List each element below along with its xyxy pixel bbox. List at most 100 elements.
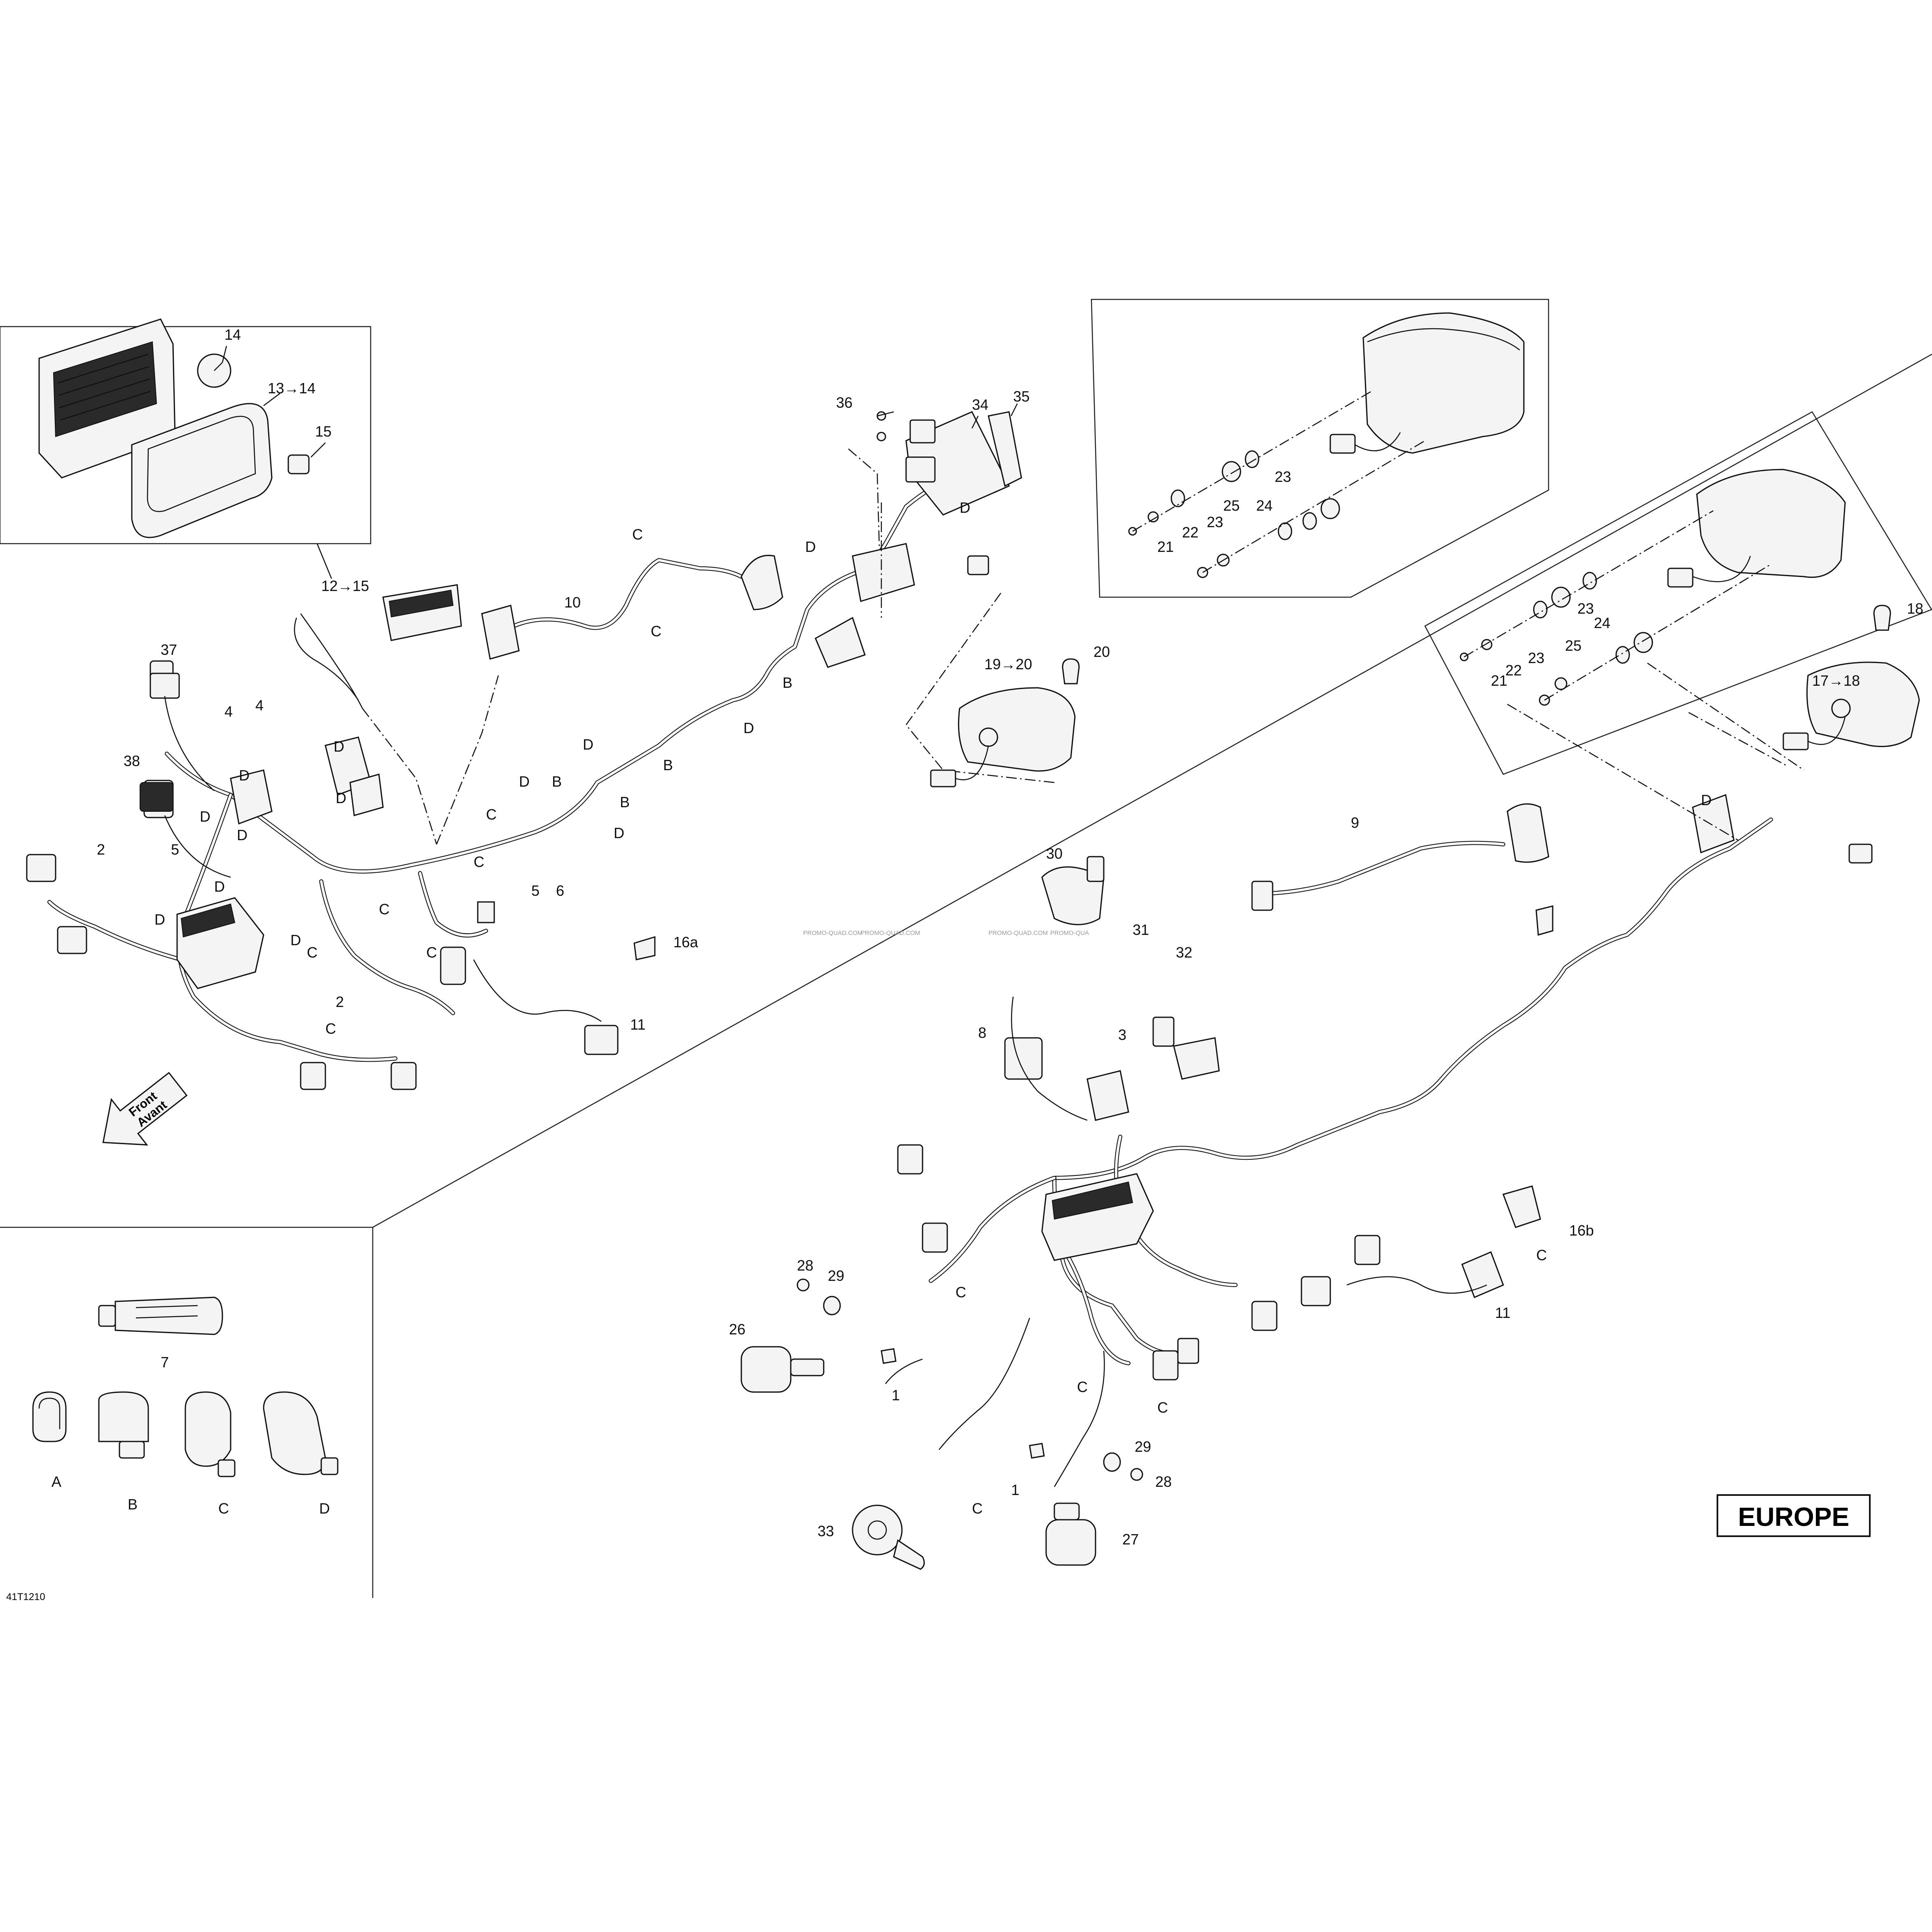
- europe-badge-label: EUROPE: [1738, 1502, 1849, 1532]
- callout-16a: 16a: [673, 934, 699, 951]
- callout-13-14: 13→14: [268, 380, 315, 397]
- taillight-lower-exploded: [1460, 469, 1846, 706]
- callout-19-20: 19→20: [984, 656, 1032, 673]
- clip-ref-d: D: [583, 736, 593, 753]
- callout-23a: 23: [1275, 468, 1291, 485]
- clip-ref-c: C: [379, 901, 390, 918]
- clip-ref-d: D: [743, 720, 754, 736]
- callout-26: 26: [729, 1321, 745, 1338]
- clip-ref-d: D: [334, 738, 344, 755]
- clip-ref-d: D: [336, 790, 346, 806]
- horn-33: [852, 1504, 925, 1570]
- clip-ref-d: D: [237, 827, 248, 843]
- callout-3: 3: [1118, 1026, 1126, 1043]
- clip-ref-d: D: [1701, 792, 1712, 808]
- callout-15: 15: [315, 423, 332, 440]
- section-divider-diagonal: [372, 353, 1932, 1228]
- clip-ref-c: C: [955, 1284, 966, 1301]
- clip-ref-d: D: [200, 808, 210, 825]
- drawing-number: 41T1210: [6, 1591, 45, 1603]
- callout-9: 9: [1351, 814, 1359, 831]
- callout-11b: 11: [1495, 1304, 1510, 1321]
- hardware-stack-lower: [1460, 572, 1653, 706]
- callout-23d: 23: [1528, 649, 1544, 666]
- clip-ref-c: C: [1157, 1399, 1168, 1416]
- callout-6: 6: [556, 882, 564, 899]
- callout-8: 8: [978, 1024, 986, 1041]
- front-wiring-harness: [26, 472, 989, 1090]
- clip-label-a: A: [51, 1473, 61, 1490]
- callout-1a: 1: [892, 1387, 900, 1404]
- callout-20: 20: [1093, 643, 1110, 660]
- callout-24b: 24: [1594, 614, 1610, 631]
- clip-ref-d: D: [214, 878, 225, 895]
- callout-28b: 28: [1155, 1473, 1172, 1490]
- taillight-upper-exploded: [1128, 312, 1525, 578]
- callout-25a: 25: [1223, 497, 1240, 514]
- clip-ref-c: C: [632, 526, 643, 543]
- watermark-1: PROMO-QUAD.COM: [803, 930, 862, 937]
- callout-11a: 11: [630, 1016, 645, 1033]
- clip-ref-d: D: [805, 538, 816, 555]
- callout-27: 27: [1122, 1531, 1139, 1548]
- callout-32: 32: [1176, 944, 1192, 961]
- callout-38: 38: [124, 752, 140, 769]
- callout-36: 36: [836, 394, 853, 411]
- clip-ref-c: C: [1536, 1247, 1547, 1264]
- callout-17-18: 17→18: [1812, 672, 1860, 689]
- callout-2a: 2: [97, 841, 105, 858]
- horn-27: [1029, 1443, 1143, 1566]
- callout-37: 37: [161, 641, 177, 658]
- callout-28a: 28: [797, 1257, 813, 1274]
- callout-14: 14: [224, 326, 241, 343]
- callout-35: 35: [1013, 388, 1030, 405]
- clip-ref-c: C: [1077, 1378, 1088, 1395]
- clip-ref-d: D: [614, 825, 624, 841]
- callout-5a: 5: [171, 841, 179, 858]
- callout-24a: 24: [1256, 497, 1273, 514]
- clip-ref-d: D: [960, 499, 970, 516]
- callout-29a: 29: [828, 1267, 844, 1284]
- callout-23b: 23: [1207, 514, 1223, 530]
- callout-22b: 22: [1505, 662, 1522, 679]
- callout-18: 18: [1907, 600, 1923, 617]
- clip-ref-d: D: [290, 932, 301, 948]
- callout-33: 33: [818, 1523, 834, 1540]
- callout-1b: 1: [1011, 1481, 1019, 1498]
- callout-16b: 16b: [1569, 1222, 1594, 1239]
- callout-22a: 22: [1182, 524, 1198, 541]
- clip-c: [185, 1391, 236, 1477]
- clip-ref-d: D: [154, 911, 165, 928]
- inset-frame-taillight-upper: [1091, 299, 1549, 598]
- taillight-17-assembly: [1688, 605, 1920, 767]
- gauge-cluster-assembly: [38, 318, 310, 538]
- watermark-4: PROMO-QUA: [1050, 930, 1089, 937]
- watermark-2: PROMO-QUAD.COM: [861, 930, 920, 937]
- callout-21a: 21: [1157, 538, 1174, 555]
- callout-2b: 2: [336, 993, 344, 1010]
- module-ecu: [876, 411, 1022, 516]
- callout-5b: 5: [531, 882, 540, 899]
- clip-ref-c: C: [426, 944, 437, 961]
- europe-badge: [1717, 1494, 1871, 1537]
- callout-7: 7: [161, 1354, 169, 1371]
- clip-label-c: C: [218, 1500, 229, 1517]
- clip-ref-c: C: [486, 806, 497, 823]
- callout-34: 34: [972, 396, 988, 413]
- clip-ref-c: C: [651, 623, 661, 640]
- grease-tube: [98, 1297, 223, 1335]
- clip-ref-c: C: [325, 1020, 336, 1037]
- watermark-3: PROMO-QUAD.COM: [988, 930, 1048, 937]
- clip-b: [98, 1391, 149, 1459]
- clip-label-b: B: [128, 1496, 138, 1513]
- callout-29b: 29: [1135, 1438, 1151, 1455]
- callout-23c: 23: [1577, 600, 1594, 617]
- clip-ref-c: C: [307, 944, 318, 961]
- inset-frame-cluster: [0, 326, 371, 544]
- clip-ref-b: B: [552, 773, 562, 790]
- front-direction-arrow: Front Avant: [102, 1072, 188, 1146]
- taillight-19-assembly: [930, 658, 1080, 787]
- clip-a: [32, 1391, 67, 1442]
- clip-ref-b: B: [620, 794, 630, 811]
